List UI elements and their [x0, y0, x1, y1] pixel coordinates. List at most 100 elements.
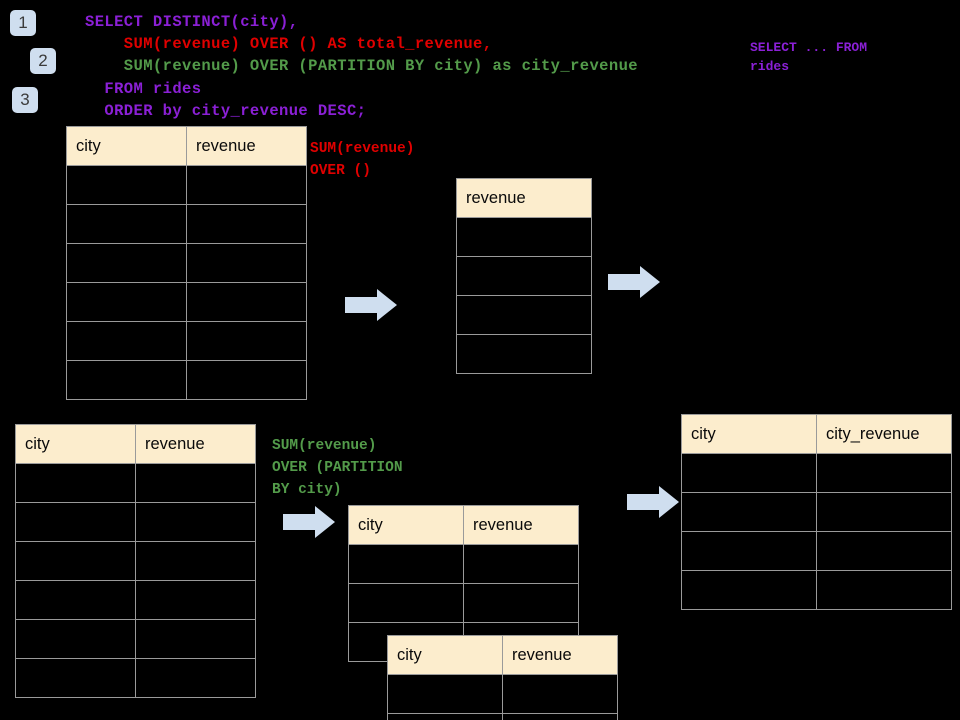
table-partition-a: city revenue [348, 505, 579, 662]
table-cell [456, 295, 592, 335]
table-cell [186, 204, 307, 244]
table-cell [681, 453, 817, 493]
table-header-row: city revenue [66, 126, 307, 166]
table-row [15, 580, 256, 620]
column-header-revenue: revenue [186, 126, 307, 166]
table-cell [348, 544, 464, 584]
sql-line-select: SELECT DISTINCT(city), [85, 13, 299, 31]
table-cell [186, 165, 307, 205]
sql-line-total-revenue: SUM(revenue) OVER () AS total_revenue, [85, 35, 493, 53]
table-cell [816, 570, 952, 610]
table-row [456, 256, 592, 296]
step-badge-2: 2 [30, 48, 56, 74]
table-cell [66, 243, 187, 283]
table-header-row: city city_revenue [681, 414, 952, 454]
table-cell [186, 360, 307, 400]
table-row [456, 334, 592, 374]
table-cell [135, 580, 256, 620]
side-note-select-from-rides: SELECT ... FROM rides [750, 40, 868, 74]
annotation-sum-over-empty: SUM(revenue) OVER () [310, 141, 415, 179]
table-row [348, 583, 579, 623]
table-cell [15, 502, 136, 542]
table-cell [15, 658, 136, 698]
arrow-total-to-result [608, 266, 660, 298]
column-header-city: city [66, 126, 187, 166]
arrow-rides-to-partition [283, 506, 335, 538]
table-cell [66, 360, 187, 400]
table-cell [15, 619, 136, 659]
table-cell [681, 492, 817, 532]
sql-line-order-by: ORDER by city_revenue DESC; [85, 102, 367, 120]
table-row [387, 713, 618, 720]
table-cell [816, 492, 952, 532]
table-row [15, 619, 256, 659]
table-cell [66, 321, 187, 361]
column-header-revenue: revenue [135, 424, 256, 464]
table-header-row: city revenue [15, 424, 256, 464]
table-cell [135, 658, 256, 698]
table-row [15, 658, 256, 698]
column-header-city: city [387, 635, 503, 675]
table-cell [15, 463, 136, 503]
table-cell [463, 544, 579, 584]
table-cell [186, 282, 307, 322]
table-cell [816, 453, 952, 493]
table-cell [456, 334, 592, 374]
table-cell [463, 583, 579, 623]
table-cell [348, 583, 464, 623]
table-cell [66, 204, 187, 244]
column-header-city: city [15, 424, 136, 464]
table-rides-top: city revenue [66, 126, 307, 400]
table-total-revenue: revenue [456, 178, 592, 374]
table-row [681, 453, 952, 493]
table-row [66, 165, 307, 205]
arrow-partition-to-result [627, 486, 679, 518]
table-cell [135, 463, 256, 503]
table-header-row: revenue [456, 178, 592, 218]
table-result: city city_revenue [681, 414, 952, 610]
column-header-revenue: revenue [456, 178, 592, 218]
sql-line-city-revenue: SUM(revenue) OVER (PARTITION BY city) as… [85, 57, 638, 75]
table-cell [135, 541, 256, 581]
table-row [66, 360, 307, 400]
table-cell [456, 256, 592, 296]
table-row [66, 282, 307, 322]
table-row [456, 217, 592, 257]
table-cell [816, 531, 952, 571]
table-cell [186, 243, 307, 283]
column-header-revenue: revenue [502, 635, 618, 675]
sql-line-from: FROM rides [85, 80, 202, 98]
table-row [66, 204, 307, 244]
column-header-city: city [348, 505, 464, 545]
table-row [348, 544, 579, 584]
table-row [681, 570, 952, 610]
table-row [681, 492, 952, 532]
table-header-row: city revenue [387, 635, 618, 675]
table-cell [502, 713, 618, 720]
table-cell [681, 531, 817, 571]
annotation-sum-over-partition: SUM(revenue) OVER (PARTITION BY city) [272, 438, 403, 498]
step-badge-3: 3 [12, 87, 38, 113]
column-header-city: city [681, 414, 817, 454]
table-cell [66, 165, 187, 205]
table-cell [456, 217, 592, 257]
table-cell [387, 713, 503, 720]
table-row [15, 502, 256, 542]
step-badge-1: 1 [10, 10, 36, 36]
table-row [681, 531, 952, 571]
table-cell [387, 674, 503, 714]
table-partition-b: city revenue [387, 635, 618, 720]
table-row [387, 674, 618, 714]
table-row [15, 541, 256, 581]
table-rides-bottom: city revenue [15, 424, 256, 698]
table-cell [681, 570, 817, 610]
table-cell [135, 619, 256, 659]
table-cell [66, 282, 187, 322]
table-cell [502, 674, 618, 714]
table-row [15, 463, 256, 503]
table-row [66, 321, 307, 361]
table-cell [15, 580, 136, 620]
table-cell [135, 502, 256, 542]
column-header-city-revenue: city_revenue [816, 414, 952, 454]
